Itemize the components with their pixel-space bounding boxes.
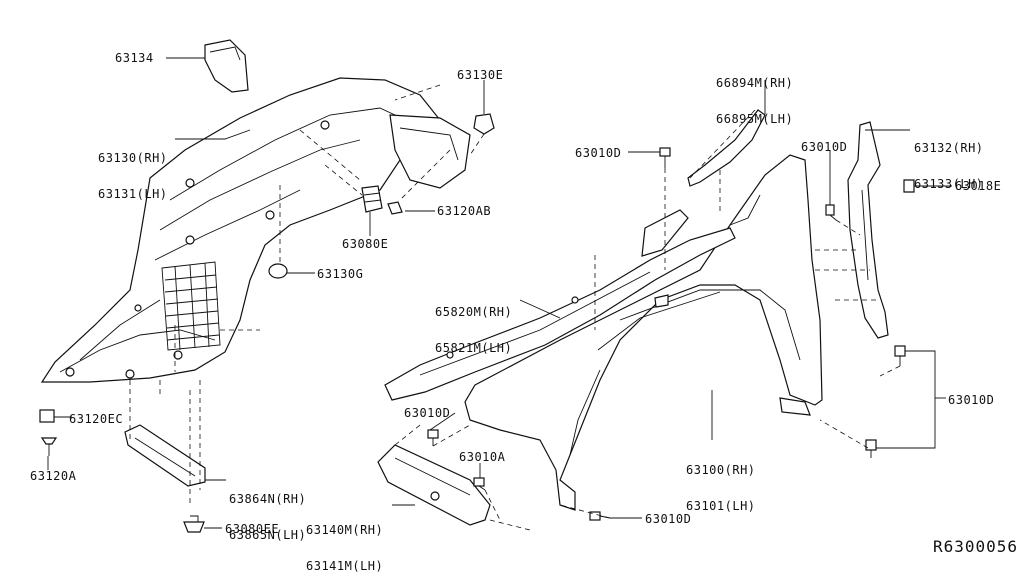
label-63010A: 63010A — [459, 450, 506, 464]
label-63132: 63132(RH) 63133(LH) — [914, 141, 984, 191]
fender-liner — [40, 77, 471, 383]
label-63080E: 63080E — [342, 237, 389, 251]
bolt-63010D-fender-a — [894, 345, 906, 366]
label-63120A: 63120A — [30, 469, 77, 483]
label-63120EC: 63120EC — [69, 412, 124, 426]
bolt-63010D-right — [825, 204, 837, 221]
screw-63120AB — [387, 201, 403, 215]
part-63134-block — [204, 39, 249, 93]
bolt-63010D-bottom — [589, 511, 611, 521]
label-63140M: 63140M(RH) 63141M(LH) — [306, 523, 384, 573]
bracket-63864N — [124, 424, 206, 487]
fender-seal-65820M — [384, 209, 736, 401]
assembly-dashed-lines — [129, 84, 901, 531]
label-63130G: 63130G — [317, 267, 364, 281]
bolt-63010D-mid — [427, 429, 439, 446]
bolt-63010A — [473, 477, 486, 491]
leader-lines — [47, 57, 952, 529]
label-63010D-c: 63010D — [404, 406, 451, 420]
grommet-63130G — [268, 263, 288, 279]
clip-63120EC — [39, 409, 55, 423]
label-63010D-d: 63010D — [948, 393, 995, 407]
label-63120AB: 63120AB — [437, 204, 492, 218]
bolt-63010D-fender-b — [865, 439, 877, 458]
clip-63080E — [361, 185, 383, 213]
clip-63130E — [473, 113, 495, 135]
bolt-63018E — [903, 179, 915, 193]
label-63134: 63134 — [115, 51, 154, 65]
label-63130E: 63130E — [457, 68, 504, 82]
label-66894M: 66894M(RH) 66895M(LH) — [716, 76, 794, 126]
label-63130: 63130(RH) 63131(LH) — [98, 151, 168, 201]
label-63010D-b: 63010D — [801, 140, 848, 154]
label-63100: 63100(RH) 63101(LH) — [686, 463, 756, 513]
diagram-reference-id: R6300056 — [932, 537, 1018, 556]
parts-diagram — [39, 39, 952, 533]
strip-66894M — [687, 109, 766, 187]
label-63080EE: 63080EE — [225, 522, 280, 536]
label-63010D-a: 63010D — [575, 146, 622, 160]
clip-63080EE — [183, 515, 205, 533]
label-63010D-e: 63010D — [645, 512, 692, 526]
label-63864N: 63864N(RH) 63865N(LH) — [229, 492, 307, 542]
front-fender — [464, 154, 823, 511]
label-65820M: 65820M(RH) 65821M(LH) — [435, 305, 513, 355]
bolt-63010D-top — [659, 147, 671, 168]
label-63018E: 63018E — [955, 179, 1002, 193]
bracket-63140M — [377, 444, 491, 526]
screw-63120A — [40, 437, 58, 456]
seal-63132 — [847, 121, 889, 339]
